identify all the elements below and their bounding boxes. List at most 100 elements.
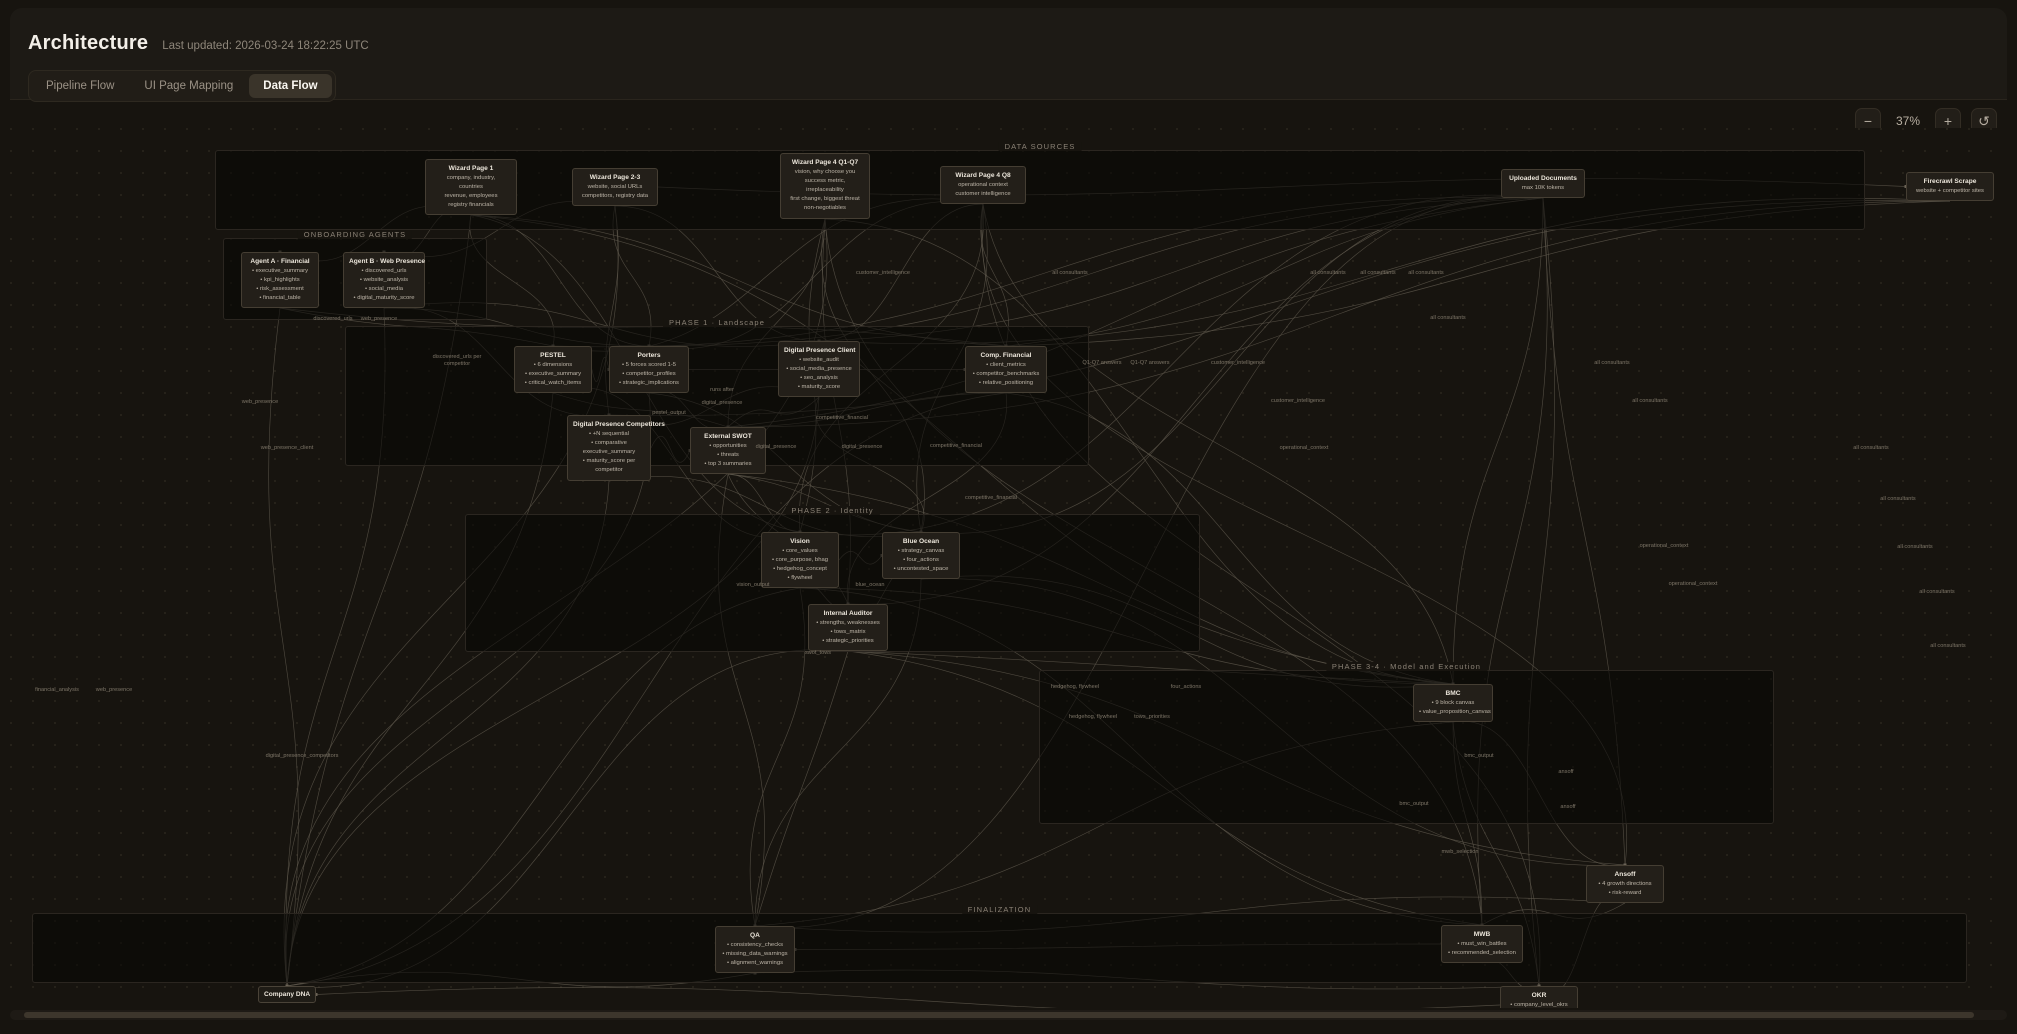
edge-label: hedgehog, flywheel (1050, 684, 1100, 690)
tab-pipeline-flow[interactable]: Pipeline Flow (46, 80, 115, 92)
node-field: • recommended_selection (1448, 950, 1516, 957)
node-field: • risk-reward (1608, 890, 1642, 897)
node-field: • strategy_canvas (897, 547, 945, 554)
edge-label: all consultants (1853, 445, 1889, 451)
node-okr[interactable]: OKR• company_level_okrs• department_okrs… (1500, 986, 1578, 1008)
node-field: • missing_data_warnings (722, 951, 788, 958)
edge-label: Q1-Q7 answers (1082, 360, 1122, 366)
node-field: • competitor_profiles (622, 371, 676, 378)
tab-data-flow[interactable]: Data Flow (249, 74, 332, 98)
node-title: BMC (1445, 690, 1461, 697)
node-field: • strategic_priorities (822, 638, 874, 645)
edge (286, 392, 554, 987)
tab-ui-page-mapping[interactable]: UI Page Mapping (144, 80, 234, 92)
edge-label: customer_intelligence (1210, 360, 1266, 366)
node-field: • website_audit (799, 356, 839, 363)
node-pestel[interactable]: PESTEL• 6 dimensions• executive_summary•… (514, 346, 592, 394)
node-field: • top 3 summaries (704, 461, 752, 468)
node-field: registry financials (448, 202, 494, 209)
node-field: • executive_summary (251, 267, 309, 274)
horizontal-scrollbar-thumb[interactable] (24, 1012, 1974, 1018)
edge-label: ansoff (1560, 804, 1576, 810)
group-label: DATA SOURCES (998, 142, 1082, 151)
node-field: revenue, employees (444, 193, 498, 200)
edge-label: all consultants (1052, 270, 1088, 276)
node-title: Wizard Page 2-3 (589, 174, 641, 181)
node-field: • risk_assessment (256, 286, 304, 293)
node-field: • relative_positioning (978, 380, 1034, 387)
edge-label: bmc_output (1399, 801, 1429, 807)
edge-label: all consultants (1360, 270, 1396, 276)
node-title: Wizard Page 4 Q1-Q7 (791, 159, 859, 166)
node-title: Porters (637, 352, 661, 359)
edge-label: customer_intelligence (855, 270, 911, 276)
edge-label: discovered_urls per (432, 354, 482, 360)
edge (1452, 197, 1544, 685)
node-dpclient[interactable]: Digital Presence Client • website_audit • … (778, 341, 860, 398)
node-field: • company_level_okrs (1510, 1001, 1568, 1008)
node-field: non-negotiables (804, 205, 846, 212)
edge-label: all consultants (1632, 398, 1668, 404)
edge-label: tows_priorities (1134, 714, 1170, 720)
node-field: competitors, registry data (581, 193, 649, 200)
edge-label: all consultants (1408, 270, 1444, 276)
node-intaudit[interactable]: Internal Auditor• strengths, weaknesses•… (808, 604, 888, 652)
edge (286, 392, 1007, 987)
node-title: Firecrawl Scrape (1923, 178, 1977, 185)
edge-label: vision_output (736, 582, 770, 588)
node-field: • financial_table (259, 295, 301, 302)
node-title: Digital Presence Client (784, 347, 856, 354)
node-blueocean[interactable]: Blue Ocean• strategy_canvas• four_action… (882, 532, 960, 580)
node-field: • strategic_implications (618, 380, 679, 387)
view-tabs[interactable]: Pipeline Flow UI Page Mapping Data Flow (28, 70, 336, 102)
edge (469, 214, 555, 347)
node-dna[interactable]: Company DNA (258, 986, 316, 1004)
node-field: • maturity_score (797, 384, 841, 391)
node-extswot[interactable]: External SWOT• opportunities• threats• t… (690, 427, 766, 475)
node-field: • 9 block canvas (1431, 699, 1475, 706)
node-field: competitor (595, 467, 623, 474)
node-title: Comp. Financial (980, 352, 1032, 359)
node-title: External SWOT (704, 433, 752, 440)
node-field: • executive_summary (524, 371, 582, 378)
node-field: • 4 growth directions (1598, 880, 1652, 887)
node-compfin[interactable]: Comp. Financial• client_metrics• competi… (965, 346, 1047, 394)
node-ansoff[interactable]: Ansoff• 4 growth directions• risk-reward (1586, 865, 1664, 904)
edge-label: competitive_financial (816, 415, 868, 421)
node-title: Agent B · Web Presence (349, 258, 426, 265)
node-field: • website_analysis (359, 277, 409, 284)
group-label: PHASE 3-4 · Model and Execution (1325, 662, 1488, 671)
edge-label: ansoff (1558, 769, 1574, 775)
node-title: QA (750, 932, 760, 939)
node-agentA[interactable]: Agent A · Financial• executive_summary• … (241, 252, 319, 309)
edge-label: competitive_financial (965, 495, 1017, 501)
edge-label: digital_presence_competitors (265, 753, 339, 759)
edge (1526, 197, 1556, 987)
edge-label: all consultants (1310, 270, 1346, 276)
node-field: executive_summary (582, 449, 636, 456)
node-dpcomp[interactable]: Digital Presence Competitors• +N sequent… (567, 415, 665, 481)
node-mwb[interactable]: MWB• must_win_battles• recommended_selec… (1441, 925, 1523, 964)
node-title: Company DNA (264, 991, 311, 998)
edge-label: mwb_selection (1441, 849, 1479, 855)
horizontal-scrollbar[interactable] (10, 1010, 2007, 1020)
node-agentB[interactable]: Agent B · Web Presence• discovered_urls•… (343, 252, 426, 309)
node-vision[interactable]: Vision• core_values• core_purpose, bhag•… (761, 532, 839, 589)
node-field: operational context (958, 181, 1008, 188)
node-field: • uncontested_space (893, 566, 949, 573)
node-title: Blue Ocean (902, 538, 940, 545)
node-bmc[interactable]: BMC• 9 block canvas• value_proposition_c… (1413, 684, 1493, 723)
node-field: first change, biggest threat (790, 196, 860, 203)
node-qa[interactable]: QA • consistency_checks • missing_data_war… (715, 926, 795, 974)
node-porters[interactable]: Porters• 5 forces scored 1-5• competitor… (609, 346, 689, 394)
node-field: • consistency_checks (726, 941, 784, 948)
edge-label: operational_context (1668, 581, 1718, 587)
node-field: • comparative (591, 440, 627, 447)
